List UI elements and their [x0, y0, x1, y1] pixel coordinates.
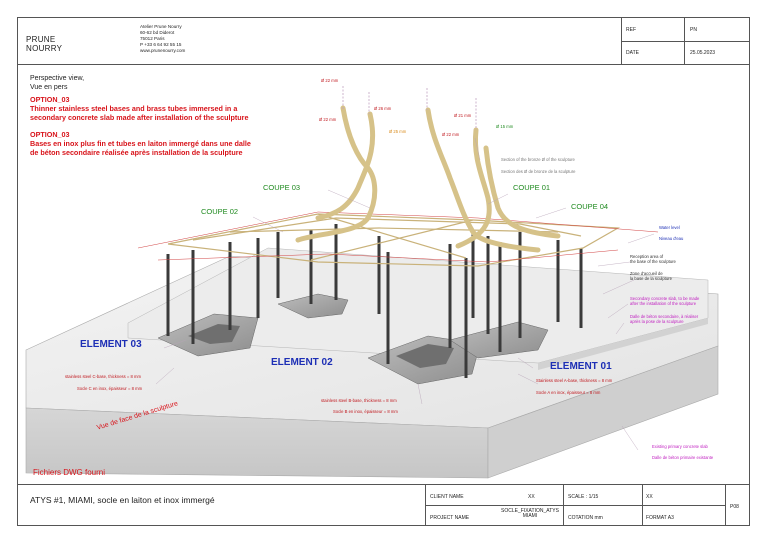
option-en-block: OPTION_03 Thinner stainless steel bases …	[30, 95, 248, 122]
reference-box: REF PN DATE 25.05.2023	[621, 18, 750, 64]
option-fr-line: Bases en inox plus fin et tubes en laito…	[30, 139, 251, 148]
water-level-lines	[137, 211, 659, 263]
element-03-label: ELEMENT 03	[80, 339, 142, 350]
client-label: CLIENT NAME	[430, 494, 464, 500]
base-a-en: Stainless steel A-base, thickness = 8 mm	[536, 378, 613, 383]
ref-label: REF	[626, 27, 636, 33]
project-label: PROJECT NAME	[430, 515, 470, 521]
axis-markers	[342, 86, 477, 130]
reception-line: the base of the sculpture	[630, 259, 676, 264]
diameter-label: Ø 26 mm	[374, 106, 392, 111]
date-value: 25.05.2023	[690, 50, 716, 56]
base-b-en: stainless steel B-base, thickness = 8 mm	[321, 398, 397, 403]
format-label: FORMAT A3	[646, 515, 674, 521]
secondary-slab-line: after the installation of the sculpture	[630, 301, 697, 306]
reception-line: Zone d'accueil de	[630, 271, 663, 276]
primary-slab-en: Existing primary concrete slab	[652, 444, 708, 449]
address-line: Atelier Prune Nourry	[140, 24, 182, 29]
base-b-fr: Socle B en inox, épaisseur = 8 mm	[333, 409, 398, 414]
diameter-label: Ø 15 mm	[496, 124, 514, 129]
option-en-line: Thinner stainless steel bases and brass …	[30, 104, 238, 113]
date-label: DATE	[626, 50, 639, 56]
option-fr-block: OPTION_03 Bases en inox plus fin et tube…	[30, 130, 251, 157]
title-header: PRUNE NOURRY Atelier Prune Nourry 60-62 …	[18, 18, 750, 65]
diameter-label: Ø 22 mm	[321, 78, 339, 83]
brand-line-1: PRUNE	[26, 35, 56, 44]
dwg-note: Fichiers DWG fourni	[33, 468, 106, 477]
scale-value: XX	[646, 494, 653, 500]
coupe-04-label: COUPE 04	[571, 202, 609, 211]
view-title-line: Perspective view,	[30, 75, 85, 82]
title-block: ATYS #1, MIAMI, socle en laiton et inox …	[18, 484, 749, 526]
project-value-line: SOCLE_FIXATION_ATYS	[501, 508, 559, 514]
water-level-fr: Niveau d'eau	[659, 236, 684, 241]
element-01-label: ELEMENT 01	[550, 361, 612, 372]
project-value-line: MIAMI	[522, 513, 538, 519]
option-fr-title: OPTION_03	[30, 130, 70, 139]
cotation-label: COTATION mm	[568, 515, 603, 521]
base-plates	[157, 293, 549, 385]
diameter-label: Ø 25 mm	[389, 129, 407, 134]
diameter-label: Ø 21 mm	[454, 113, 472, 118]
brand-logo: PRUNE NOURRY	[26, 35, 62, 53]
base-a-fr: Socle A en inox, épaisseur = 8 mm	[536, 390, 601, 395]
water-level-en: Water level	[659, 225, 680, 230]
secondary-slab-fr: Dalle de béton secondaire, à réaliser ap…	[630, 314, 698, 324]
leader-lines	[155, 137, 655, 451]
section-note-en: Section of the bronze Ø of the sculpture	[501, 157, 575, 162]
secondary-slab-line: après la pose de la sculpture	[630, 319, 684, 324]
sculpture-trunks	[295, 105, 561, 253]
brand-line-2: NOURRY	[26, 44, 63, 53]
studio-address: Atelier Prune Nourry 60-62 bd Diderot 75…	[140, 24, 185, 54]
base-c-fr: Socle C en inox, épaisseur = 8 mm	[77, 386, 143, 391]
drawing-sheet: PRUNE NOURRY Atelier Prune Nourry 60-62 …	[17, 17, 750, 526]
section-note-fr: Section des Ø de bronze de la sculpture	[501, 169, 576, 174]
view-title: Perspective view, Vue en pers	[30, 74, 84, 92]
reception-note-fr: Zone d'accueil de la base de la sculptur…	[630, 271, 672, 281]
drawing-title: ATYS #1, MIAMI, socle en laiton et inox …	[30, 495, 215, 505]
view-title-line: Vue en pers	[30, 84, 68, 91]
reception-line: Reception area of	[630, 254, 664, 259]
diameter-label: Ø 22 mm	[319, 117, 337, 122]
option-en-line: secondary concrete slab made after insta…	[30, 113, 249, 122]
base-c-en: stainless steel C-base, thickness = 8 mm	[65, 374, 141, 379]
secondary-slab-line: Secondary concrete slab, to be made	[630, 296, 700, 301]
client-value: XX	[528, 494, 535, 500]
perspective-drawing	[25, 86, 719, 479]
reception-note-en: Reception area of the base of the sculpt…	[630, 254, 676, 264]
brass-tubes	[167, 213, 621, 267]
coupe-03-label: COUPE 03	[263, 183, 301, 192]
secondary-slab	[127, 247, 709, 370]
address-line: www.prunenourry.com	[140, 48, 186, 53]
reception-line: la base de la sculpture	[630, 276, 672, 281]
pn-label: PN	[690, 27, 697, 33]
coupe-01-label: COUPE 01	[513, 183, 551, 192]
address-line: 60-62 bd Diderot	[140, 30, 175, 35]
coupe-02-label: COUPE 02	[201, 207, 239, 216]
address-line: 75012 Paris	[140, 36, 165, 41]
address-line: P +33 6 64 92 55 15	[140, 42, 182, 47]
sculpture-legs	[166, 224, 583, 378]
diameter-label: Ø 22 mm	[442, 132, 460, 137]
option-en-title: OPTION_03	[30, 95, 70, 104]
element-02-label: ELEMENT 02	[271, 357, 333, 368]
option-fr-line: de béton secondaire réalisée après insta…	[30, 148, 243, 157]
primary-slab-fr: Dalle de béton primaire existante	[652, 455, 714, 460]
secondary-slab-line: Dalle de béton secondaire, à réaliser	[630, 314, 699, 319]
scale-label: SCALE : 1/15	[568, 494, 599, 500]
project-value: SOCLE_FIXATION_ATYS MIAMI	[500, 509, 560, 519]
page-number: P08	[730, 504, 739, 510]
secondary-slab-en: Secondary concrete slab, to be made afte…	[630, 296, 699, 306]
